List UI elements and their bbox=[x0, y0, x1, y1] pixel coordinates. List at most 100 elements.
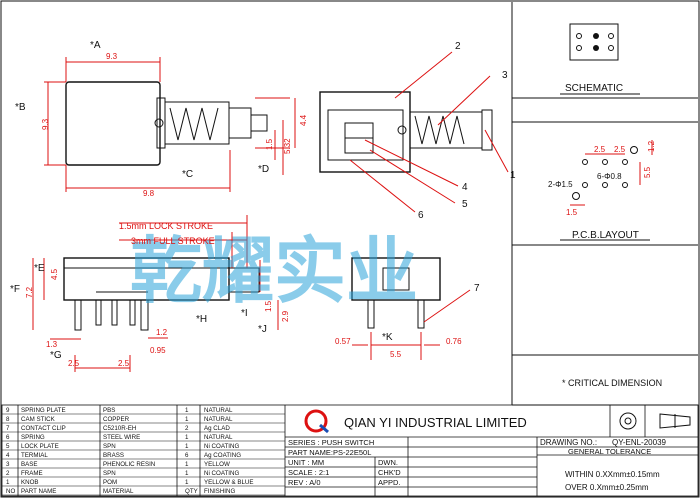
bom-cell-part: PART NAME bbox=[21, 488, 56, 495]
company-name: QIAN YI INDUSTRIAL LIMITED bbox=[344, 415, 527, 430]
bom-cell-finish: NATURAL bbox=[204, 407, 233, 414]
dim-0-95: 0.95 bbox=[150, 346, 166, 355]
dim-2-5-right: 2.5 bbox=[118, 359, 130, 368]
pcb-dim-1-5: 1.5 bbox=[566, 208, 578, 217]
bom-cell-qty: 1 bbox=[185, 434, 189, 441]
bom-cell-material: SPN bbox=[103, 443, 116, 450]
bom-cell-finish: NATURAL bbox=[204, 434, 233, 441]
tolerance-title: GENERAL TOLERANCE bbox=[568, 447, 651, 456]
bom-cell-no: 2 bbox=[6, 470, 10, 477]
bom-cell-qty: 2 bbox=[185, 425, 189, 432]
schematic-title: SCHEMATIC bbox=[565, 83, 623, 94]
dim-top-width: 9.3 bbox=[106, 52, 118, 61]
series: SERIES : PUSH SWITCH bbox=[288, 438, 374, 447]
pcb-layout bbox=[512, 121, 698, 246]
label-b: *B bbox=[15, 102, 26, 113]
bom-cell-part: BASE bbox=[21, 461, 38, 468]
label-c: *C bbox=[182, 169, 193, 180]
side-view bbox=[319, 51, 509, 213]
bom-cell-material: STEEL WIRE bbox=[103, 434, 140, 441]
bom-cell-no: NO bbox=[6, 488, 15, 495]
label-g: *G bbox=[50, 350, 62, 361]
scale: SCALE : 2:1 bbox=[288, 468, 329, 477]
label-k: *K bbox=[382, 332, 393, 343]
bom-cell-finish: FINISHING bbox=[204, 488, 235, 495]
dim-1-5: 1.5 bbox=[265, 138, 274, 150]
bom-cell-material: C5210R-EH bbox=[103, 425, 136, 432]
bom-cell-no: 6 bbox=[6, 434, 10, 441]
tolerance-projection-icon bbox=[619, 412, 691, 430]
dim-body-width: 9.8 bbox=[143, 189, 155, 198]
dim-7-2: 7.2 bbox=[25, 286, 34, 298]
schematic bbox=[512, 23, 698, 99]
callout-7: 7 bbox=[474, 283, 480, 294]
bom-cell-finish: Ni COATING bbox=[204, 470, 239, 477]
part-name: PART NAME:PS-22E50L bbox=[288, 448, 371, 457]
bom-cell-qty: 1 bbox=[185, 479, 189, 486]
bom-cell-material: MATERIAL bbox=[103, 488, 134, 495]
dim-1-3: 1.3 bbox=[46, 340, 58, 349]
dim-5-5: 5.5 bbox=[390, 350, 402, 359]
bom-cell-no: 7 bbox=[6, 425, 10, 432]
bom-cell-material: PBS bbox=[103, 407, 115, 414]
pcb-hole-small: 6-Φ0.8 bbox=[597, 172, 622, 181]
callout-6: 6 bbox=[418, 210, 424, 221]
bom-cell-part: FRAME bbox=[21, 470, 43, 477]
company-logo bbox=[304, 409, 329, 434]
pcb-dim-2-5a: 2.5 bbox=[594, 145, 606, 154]
bom-cell-qty: 1 bbox=[185, 443, 189, 450]
tolerance-over: OVER 0.Xmm±0.25mm bbox=[565, 483, 649, 492]
callout-5: 5 bbox=[462, 199, 468, 210]
bom-cell-finish: NATURAL bbox=[204, 416, 233, 423]
bom-cell-finish: Ag CLAD bbox=[204, 425, 230, 432]
bom-cell-material: PHENOLIC RESIN bbox=[103, 461, 155, 468]
approved-by-label: APPD. bbox=[378, 478, 401, 487]
bom-cell-qty: 1 bbox=[185, 470, 189, 477]
drawn-by-label: DWN. bbox=[378, 458, 398, 467]
dim-0-76: 0.76 bbox=[446, 337, 462, 346]
bom-cell-material: SPN bbox=[103, 470, 116, 477]
bom-cell-no: 3 bbox=[6, 461, 10, 468]
bom-cell-part: CONTACT CLIP bbox=[21, 425, 66, 432]
bom-cell-part: SPRING bbox=[21, 434, 45, 441]
callout-1: 1 bbox=[510, 170, 516, 181]
bom-cell-finish: Ag COATING bbox=[204, 452, 241, 459]
top-view bbox=[44, 57, 296, 192]
pcb-dim-2-5b: 2.5 bbox=[614, 145, 626, 154]
dim-5-32: 5.32 bbox=[283, 138, 292, 154]
checked-by-label: CHK'D bbox=[378, 468, 401, 477]
title-block-grid bbox=[1, 404, 699, 497]
front-view bbox=[32, 215, 279, 372]
critical-dimension-note: * CRITICAL DIMENSION bbox=[562, 378, 662, 388]
callout-4: 4 bbox=[462, 182, 468, 193]
bom-cell-qty: 1 bbox=[185, 407, 189, 414]
pcb-hole-large: 2-Φ1.5 bbox=[548, 180, 573, 189]
bom-cell-no: 1 bbox=[6, 479, 10, 486]
bom-cell-part: CAM STICK bbox=[21, 416, 56, 423]
bom-cell-part: LOCK PLATE bbox=[21, 443, 59, 450]
bom-cell-material: BRASS bbox=[103, 452, 124, 459]
tolerance-within: WITHIN 0.XXmm±0.15mm bbox=[565, 470, 660, 479]
bom-cell-no: 8 bbox=[6, 416, 10, 423]
dim-2-5-left: 2.5 bbox=[68, 359, 80, 368]
bom-cell-material: POM bbox=[103, 479, 117, 486]
bom-cell-part: KNOB bbox=[21, 479, 39, 486]
end-view bbox=[351, 257, 471, 360]
dim-1-2: 1.2 bbox=[156, 328, 168, 337]
bom-cell-part: TERMIAL bbox=[21, 452, 48, 459]
bom-cell-qty: 1 bbox=[185, 461, 189, 468]
label-a: *A bbox=[90, 40, 101, 51]
dim-4-4: 4.4 bbox=[299, 114, 308, 126]
dim-1-5-front: 1.5 bbox=[264, 300, 273, 312]
drawing-no-label: DRAWING NO.: bbox=[540, 438, 597, 447]
label-f: *F bbox=[10, 284, 20, 295]
bom-cell-finish: YELLOW bbox=[204, 461, 230, 468]
callout-3: 3 bbox=[502, 70, 508, 81]
bom-cell-qty: QTY bbox=[185, 488, 198, 495]
dim-2-9: 2.9 bbox=[281, 310, 290, 322]
pcb-dim-1-2: 1.2 bbox=[647, 140, 656, 152]
dim-0-57: 0.57 bbox=[335, 337, 351, 346]
pcb-layout-title: P.C.B.LAYOUT bbox=[572, 230, 639, 241]
bom-cell-qty: 1 bbox=[185, 416, 189, 423]
label-i: *I bbox=[241, 308, 248, 319]
